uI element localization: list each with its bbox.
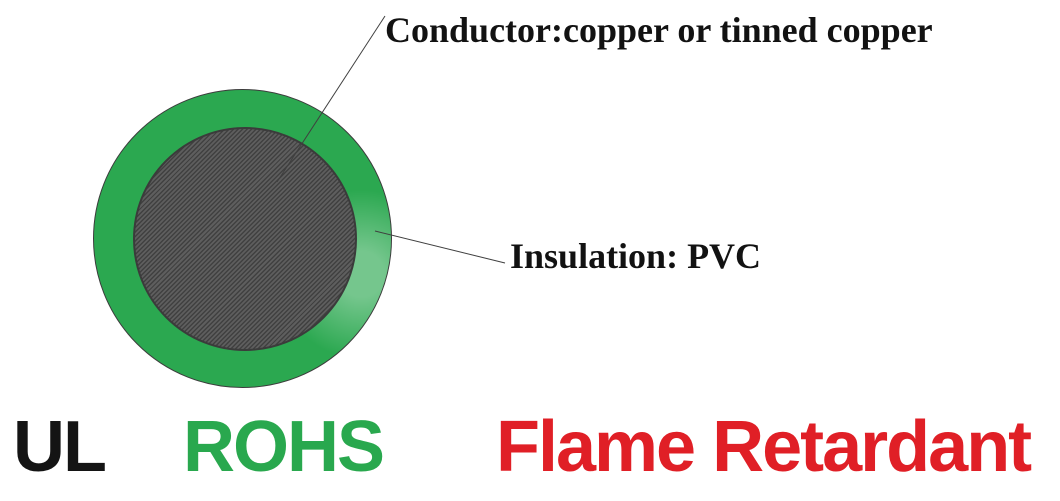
insulation-ring	[93, 89, 392, 388]
certification-flame-retardant: Flame Retardant	[496, 407, 1032, 487]
conductor-label: Conductor:copper or tinned copper	[385, 10, 933, 50]
certification-ul: UL	[13, 407, 107, 487]
conductor-core	[133, 127, 357, 351]
insulation-leader-line	[374, 230, 506, 264]
insulation-label: Insulation: PVC	[510, 236, 762, 276]
certification-rohs: ROHS	[183, 407, 385, 487]
